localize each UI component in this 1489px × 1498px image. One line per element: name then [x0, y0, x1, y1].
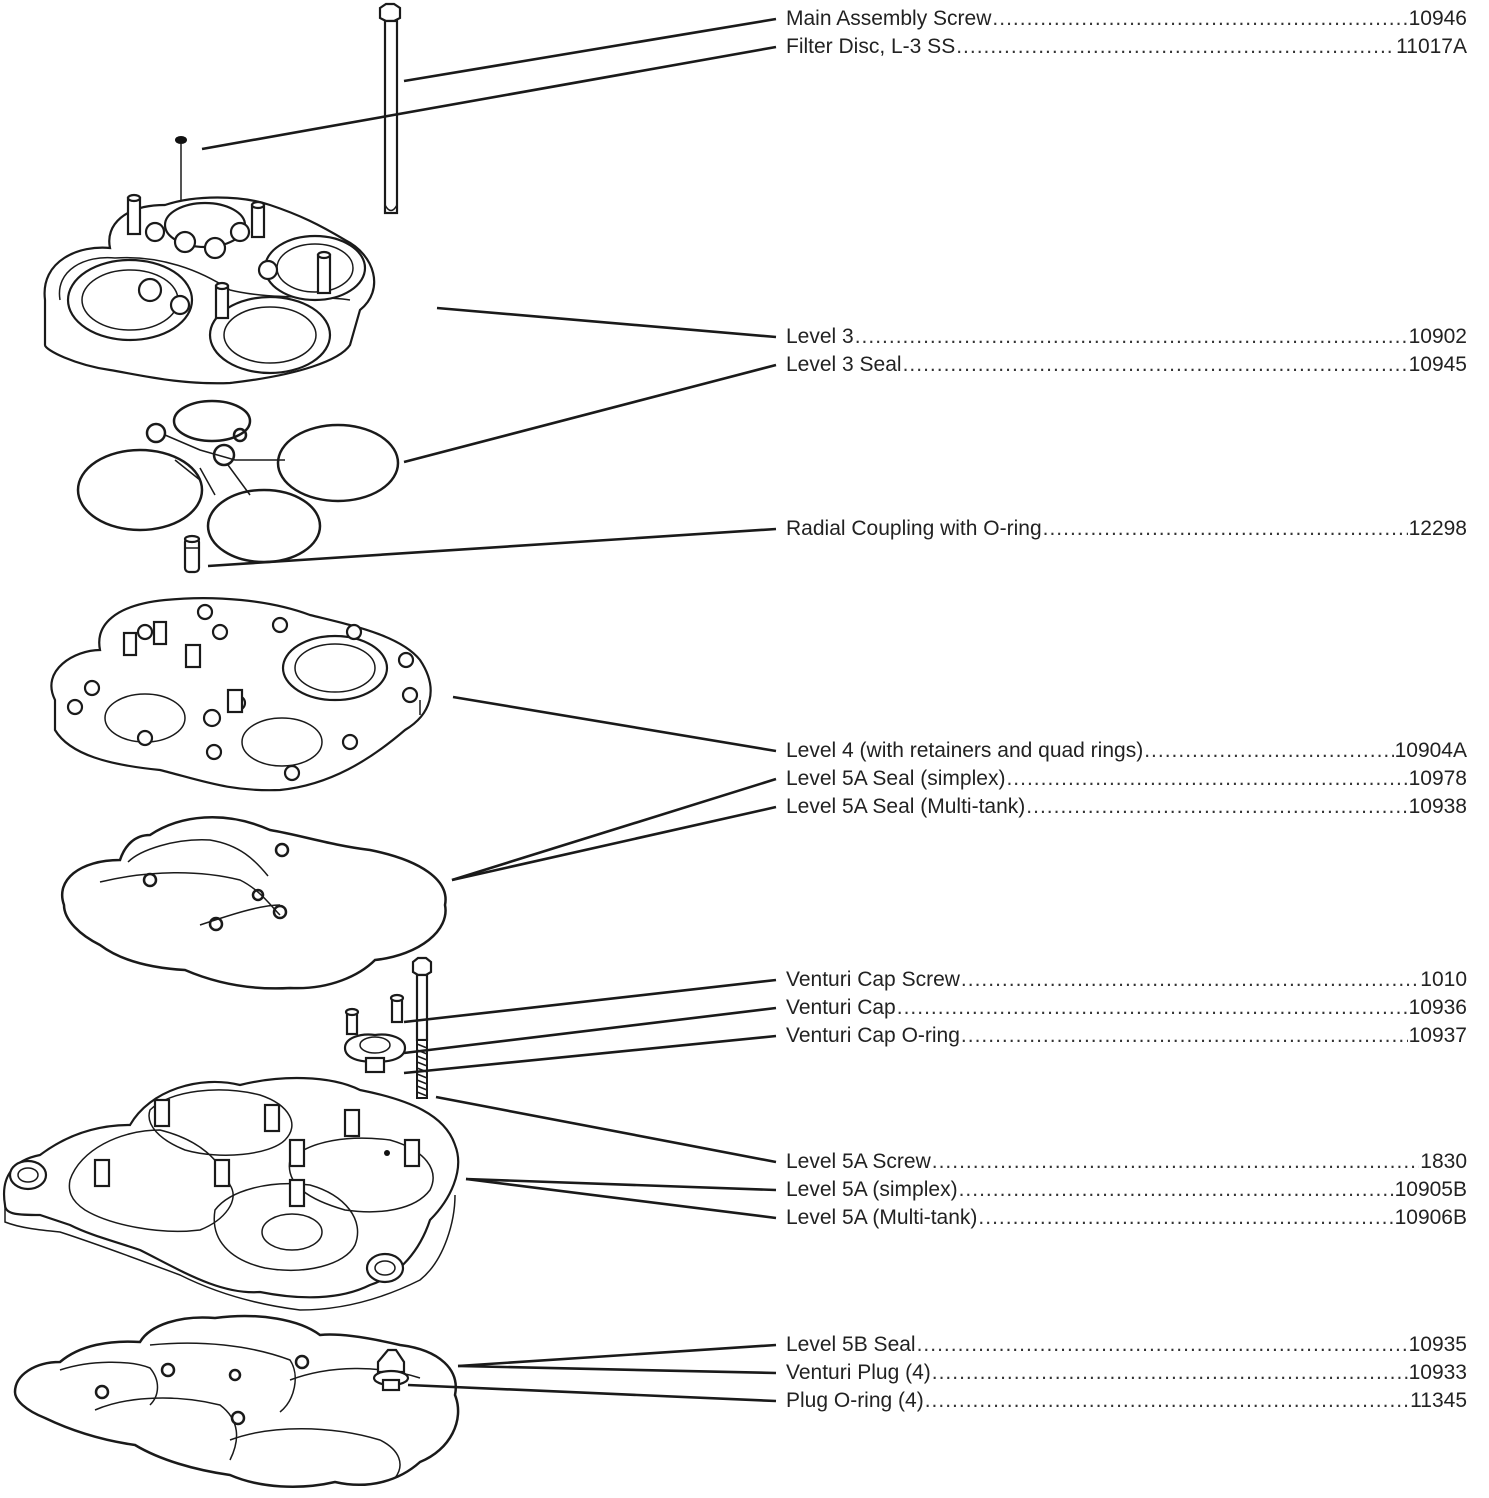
part-label-level-3-seal: Level 3 Seal10945 [786, 351, 1467, 379]
main-assembly-screw [378, 2, 402, 215]
level-5a [2, 1076, 460, 1311]
part-label-plug-o-ring: Plug O-ring (4)11345 [786, 1387, 1467, 1415]
venturi-plug [372, 1348, 410, 1392]
part-label-level-5a-seal-simplex: Level 5A Seal (simplex)10978 [786, 765, 1467, 793]
part-label-level-5a-multitank: Level 5A (Multi-tank)10906B [786, 1204, 1467, 1232]
level-5a-screw [411, 956, 433, 1099]
radial-coupling [183, 534, 201, 574]
level-3 [43, 193, 376, 385]
part-label-level-3: Level 310902 [786, 323, 1467, 351]
level-5b-seal [13, 1314, 460, 1488]
part-label-radial-coupling: Radial Coupling with O-ring12298 [786, 515, 1467, 543]
level-4 [50, 597, 432, 792]
part-label-main-assembly-screw: Main Assembly Screw10946 [786, 5, 1467, 33]
part-label-venturi-cap-o-ring: Venturi Cap O-ring10937 [786, 1022, 1467, 1050]
part-label-venturi-cap: Venturi Cap10936 [786, 994, 1467, 1022]
part-label-venturi-cap-screw: Venturi Cap Screw1010 [786, 966, 1467, 994]
part-label-level-5b-seal: Level 5B Seal10935 [786, 1331, 1467, 1359]
part-label-venturi-plug: Venturi Plug (4)10933 [786, 1359, 1467, 1387]
venturi-cap [343, 1033, 407, 1074]
leader-lines [201, 17, 777, 1403]
part-label-level-5a-simplex: Level 5A (simplex)10905B [786, 1176, 1467, 1204]
venturi-cap-screws [344, 993, 405, 1036]
part-label-level-5a-screw: Level 5A Screw1830 [786, 1148, 1467, 1176]
part-label-level-5a-seal-multitank: Level 5A Seal (Multi-tank)10938 [786, 793, 1467, 821]
part-label-filter-disc: Filter Disc, L-3 SS11017A [786, 33, 1467, 61]
part-label-level-4: Level 4 (with retainers and quad rings)1… [786, 737, 1467, 765]
level-5a-seal [61, 816, 447, 990]
level-3-seal [76, 399, 400, 564]
